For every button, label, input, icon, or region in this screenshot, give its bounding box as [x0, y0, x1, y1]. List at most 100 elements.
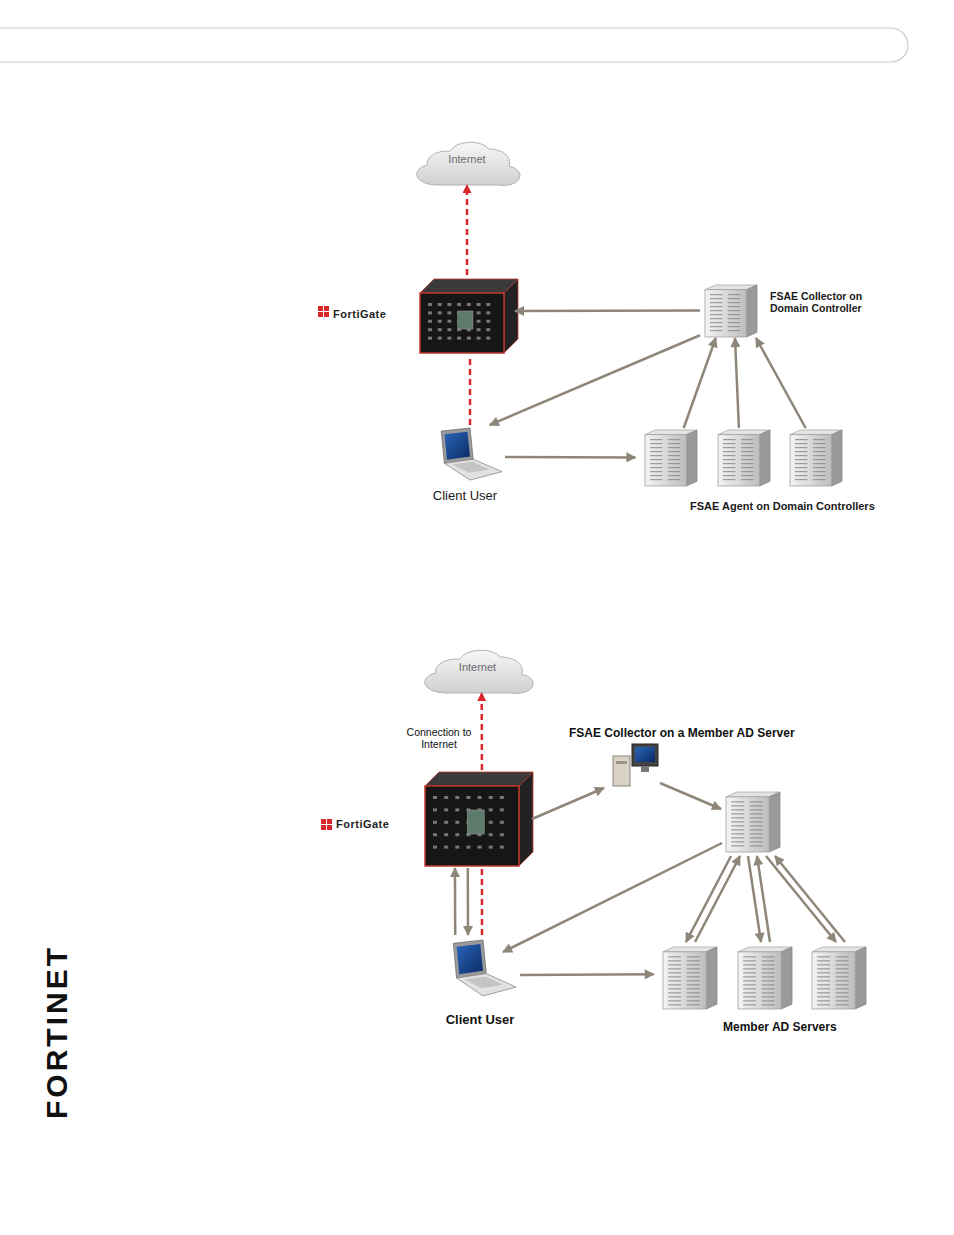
- device-port: [486, 303, 490, 306]
- server-slat: [668, 463, 680, 464]
- device-front: [425, 786, 519, 866]
- server-slat: [723, 467, 735, 468]
- server-slat: [731, 829, 744, 830]
- server-slat: [836, 1000, 849, 1001]
- flow-arrow: [735, 338, 739, 428]
- device-display: [458, 311, 473, 329]
- server-slat: [741, 471, 753, 472]
- device-port: [467, 337, 471, 340]
- server-slat: [813, 467, 825, 468]
- server-slat: [813, 463, 825, 464]
- device-node: FSAE Collector on Domain Controller: [700, 283, 875, 338]
- server-slat: [795, 455, 807, 456]
- server-slat: [836, 992, 849, 993]
- server-slat: [728, 318, 740, 319]
- flow-arrow: [505, 456, 635, 459]
- server-slat: [836, 960, 849, 961]
- server-slat: [723, 463, 735, 464]
- server-slat: [750, 813, 763, 814]
- server-slat: [668, 968, 681, 969]
- server-slat: [795, 447, 807, 448]
- server-slat: [650, 451, 662, 452]
- server-slat: [731, 809, 744, 810]
- server-icon: [726, 792, 780, 852]
- laptop-base: [457, 974, 516, 996]
- device-port: [489, 833, 493, 836]
- server-slat: [762, 984, 775, 985]
- flow-arrow: [454, 868, 457, 935]
- device-port: [438, 303, 442, 306]
- device-port: [455, 846, 459, 849]
- server-slat: [836, 972, 849, 973]
- server-slat: [723, 439, 735, 440]
- server-slat: [741, 439, 753, 440]
- server-slat: [750, 833, 763, 834]
- laptop-screen: [457, 944, 483, 974]
- server-slat: [750, 817, 763, 818]
- server-slat: [817, 984, 830, 985]
- server-slat: [743, 988, 756, 989]
- server-slat: [741, 451, 753, 452]
- server-slat: [762, 992, 775, 993]
- device-port: [477, 311, 481, 314]
- server-slat: [728, 294, 740, 295]
- node-label: Internet: [417, 153, 517, 166]
- server-slat: [817, 964, 830, 965]
- server-slat: [762, 964, 775, 965]
- server-slat: [723, 443, 735, 444]
- server-slat: [650, 439, 662, 440]
- logo-square: [321, 819, 326, 824]
- server-slat: [728, 330, 740, 331]
- server-slat: [817, 1004, 830, 1005]
- server-slat: [750, 805, 763, 806]
- device-port: [486, 328, 490, 331]
- server-slat: [743, 968, 756, 969]
- server-slat: [668, 459, 680, 460]
- server-slat: [762, 968, 775, 969]
- server-slat: [795, 443, 807, 444]
- device-port: [489, 808, 493, 811]
- device-port: [500, 821, 504, 824]
- header-bar: [0, 28, 908, 62]
- server-slat: [728, 306, 740, 307]
- server-slat: [743, 980, 756, 981]
- server-slat: [762, 972, 775, 973]
- device-port: [444, 846, 448, 849]
- server-slat: [795, 467, 807, 468]
- node-label: FortiGate: [336, 818, 389, 831]
- server-slat: [741, 475, 753, 476]
- server-slat: [723, 475, 735, 476]
- server-slat: [723, 455, 735, 456]
- device-port: [447, 320, 451, 323]
- server-icon: [705, 285, 757, 337]
- server-slat: [668, 479, 680, 480]
- flow-arrow: [520, 973, 654, 976]
- network-link: [480, 693, 483, 770]
- device-top: [425, 772, 533, 786]
- server-slat: [731, 841, 744, 842]
- device-node: Internet: [425, 648, 530, 693]
- server-slat: [710, 326, 722, 327]
- laptop-lid: [441, 428, 473, 463]
- server-slat: [795, 479, 807, 480]
- server-slat: [668, 471, 680, 472]
- server-slat: [741, 447, 753, 448]
- server-slat: [817, 976, 830, 977]
- server-slat: [795, 459, 807, 460]
- server-slat: [817, 968, 830, 969]
- server-slat: [762, 956, 775, 957]
- server-slat: [813, 451, 825, 452]
- server-slat: [817, 1000, 830, 1001]
- device-port: [433, 833, 437, 836]
- logo-square: [318, 306, 323, 311]
- device-port: [447, 328, 451, 331]
- logo-square: [324, 312, 329, 317]
- device-port: [478, 796, 482, 799]
- pc-drive: [616, 761, 627, 764]
- pc-tower: [613, 756, 630, 786]
- device-port: [455, 821, 459, 824]
- server-slat: [687, 960, 700, 961]
- server-slat: [813, 475, 825, 476]
